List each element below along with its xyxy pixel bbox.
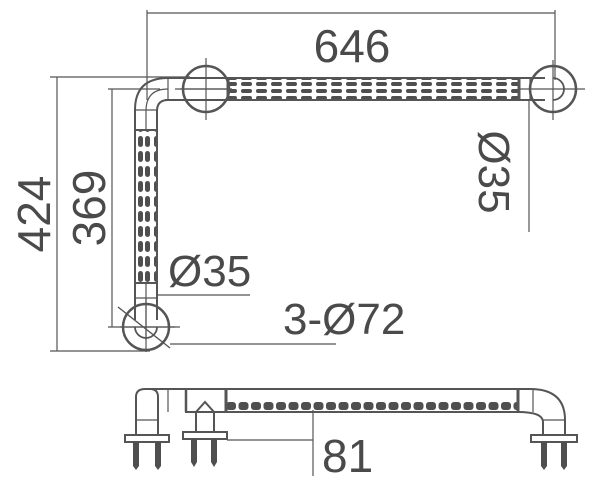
dimension-overall-height: 424 — [8, 76, 190, 352]
dimension-tube-diameter-horizontal: Ø35 — [469, 100, 530, 232]
side-bar — [145, 388, 534, 413]
side-post-right — [517, 388, 578, 470]
flange-diameter-label: 3-Ø72 — [283, 295, 405, 344]
vertical-tube — [134, 110, 158, 340]
knurled-grip-vertical — [136, 130, 156, 282]
dimension-overall-width: 646 — [146, 10, 556, 100]
knurled-grip-side — [226, 391, 518, 410]
dimension-projection: 81 — [312, 410, 373, 482]
flange-right — [520, 60, 585, 120]
flange-top-left — [180, 58, 232, 120]
inner-height-label: 369 — [63, 170, 115, 247]
tube-diameter-horizontal-label: Ø35 — [469, 130, 518, 213]
dimension-flange-diameter: 3-Ø72 — [170, 295, 405, 345]
tube-diameter-vertical-label: Ø35 — [168, 247, 251, 296]
overall-width-label: 646 — [314, 20, 391, 72]
elbow-bend — [134, 77, 169, 130]
side-post-middle — [182, 400, 313, 467]
dimension-inner-height: 369 — [63, 88, 175, 328]
side-view: 81 — [124, 388, 578, 482]
flange-bottom — [117, 298, 180, 352]
knurled-grip-horizontal — [228, 79, 518, 99]
dimension-tube-diameter-vertical: Ø35 — [157, 247, 251, 296]
side-post-left — [124, 388, 170, 470]
projection-label: 81 — [322, 430, 373, 482]
overall-height-label: 424 — [8, 176, 60, 253]
top-view: 646 424 369 — [8, 10, 585, 352]
